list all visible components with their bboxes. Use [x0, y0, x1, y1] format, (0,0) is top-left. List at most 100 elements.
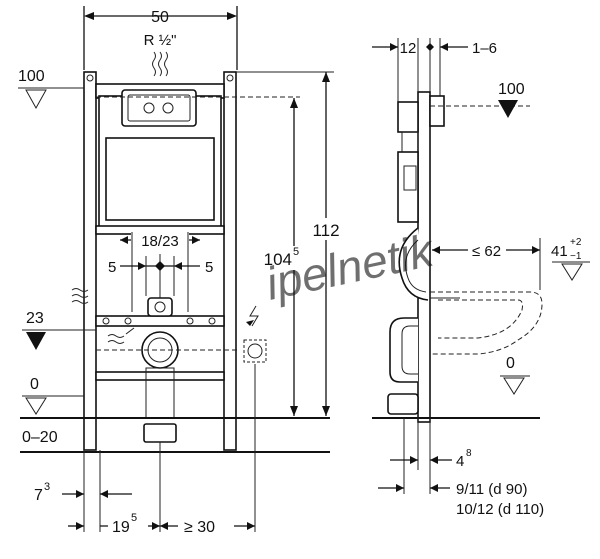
dim-41-label: 41	[551, 243, 568, 260]
arrow	[290, 98, 298, 108]
label-bg	[131, 231, 189, 249]
arrow	[430, 456, 438, 464]
side-cistern-top	[397, 101, 419, 133]
dim-7-superscript: 3	[44, 481, 50, 493]
dim-5-right-label: 5	[205, 259, 213, 276]
watermark: ipelnetik	[261, 223, 439, 309]
side-waste-pipe-inner	[401, 325, 418, 375]
label-bg	[108, 514, 148, 534]
arrow	[100, 490, 108, 498]
side-drain-elbow	[387, 393, 419, 415]
side-cistern-body	[397, 151, 419, 223]
post-bolt-left	[86, 74, 94, 82]
side-cistern-inner	[403, 165, 417, 191]
bolt-hole	[124, 317, 132, 325]
toilet-bowl-outline	[430, 291, 543, 355]
electricity-arrow	[246, 320, 254, 326]
bolt-hole	[208, 317, 216, 325]
dim-41-marker	[561, 263, 583, 281]
drain-cap	[143, 423, 177, 443]
electrical-box	[243, 339, 267, 363]
label-bg	[178, 514, 234, 534]
arrow	[396, 484, 404, 492]
post-bolt-right	[226, 74, 234, 82]
dim-19-label: 19	[112, 519, 130, 536]
flush-button-right	[162, 102, 174, 114]
label-bg	[308, 218, 344, 240]
front-view: 50 R ½" 100	[18, 6, 344, 536]
level-100-marker	[25, 89, 47, 110]
side-cistern-part	[401, 131, 419, 153]
width-dimension-label: 50	[151, 9, 169, 26]
flush-pipe-opening	[154, 301, 166, 313]
water-connection-label: R ½"	[144, 32, 177, 49]
frame-post-right	[223, 71, 237, 451]
arrow	[152, 522, 160, 530]
dim-41-plus: +2	[570, 237, 582, 248]
dim-18-23-label: 18/23	[141, 233, 179, 250]
center-diamond	[426, 43, 434, 51]
arrow	[76, 522, 84, 530]
flush-button-left	[143, 102, 155, 114]
arrow	[160, 522, 168, 530]
arrow	[247, 522, 255, 530]
side-flush-bend	[398, 227, 429, 301]
dim-1-6-label: 1–6	[472, 40, 497, 57]
side-level-100-marker	[498, 100, 518, 118]
toilet-bowl-inner	[438, 299, 523, 339]
dim-ge30-label: ≥ 30	[184, 519, 215, 536]
cistern-panel	[105, 137, 215, 221]
arrow	[440, 43, 448, 51]
arrow	[430, 484, 438, 492]
dim-7-label: 7	[34, 487, 43, 504]
side-flush-plate	[429, 95, 445, 127]
arrow	[76, 490, 84, 498]
arrow	[120, 236, 128, 244]
flush-plate	[121, 89, 197, 127]
side-view: 12 1–6 100 ≤ 62 41 +2 −1	[372, 38, 590, 518]
arrow	[410, 456, 418, 464]
frame-post-left	[83, 71, 97, 451]
arrow-left	[84, 12, 94, 20]
arrow-right	[227, 12, 237, 20]
dim-112-label: 112	[312, 221, 339, 240]
note-9-11: 9/11 (d 90)	[456, 481, 527, 498]
dim-104-superscript: 5	[293, 246, 299, 258]
arrow	[532, 246, 540, 254]
label-bg	[468, 240, 506, 258]
level-100-label: 100	[18, 68, 45, 85]
flush-plate-inner	[127, 94, 191, 122]
arrow	[138, 262, 146, 270]
range-0-20-label: 0–20	[22, 429, 58, 446]
dim-le62-label: ≤ 62	[472, 243, 501, 260]
level-23-label: 23	[26, 310, 44, 327]
level-0-label: 0	[30, 376, 39, 393]
water-supply-icon	[152, 51, 168, 77]
bolt-hole	[102, 317, 110, 325]
water-supply-icon-left	[71, 288, 89, 304]
dim-104-label: 104	[264, 250, 292, 269]
arrow	[290, 406, 298, 416]
arrow	[192, 236, 200, 244]
arrow	[322, 72, 330, 82]
note-10-12: 10/12 (d 110)	[456, 501, 544, 518]
level-0-marker	[25, 397, 47, 415]
frame-low-rail	[95, 371, 225, 381]
level-23-marker	[26, 332, 46, 350]
flush-pipe-connector	[147, 297, 173, 317]
side-waste-pipe	[389, 317, 418, 383]
dim-19-superscript: 5	[131, 512, 137, 524]
dim-41-minus: −1	[570, 251, 582, 262]
frame-bolt-rail	[95, 315, 225, 327]
dim-5-left-label: 5	[108, 259, 116, 276]
arrow	[390, 43, 398, 51]
water-supply-icon-bottom	[107, 327, 135, 344]
arrow	[322, 406, 330, 416]
electrical-socket	[247, 343, 263, 359]
side-level-100-label: 100	[498, 81, 525, 98]
side-level-0-label: 0	[506, 355, 515, 372]
dim-4-superscript: 8	[466, 448, 472, 459]
label-bg	[272, 246, 316, 270]
